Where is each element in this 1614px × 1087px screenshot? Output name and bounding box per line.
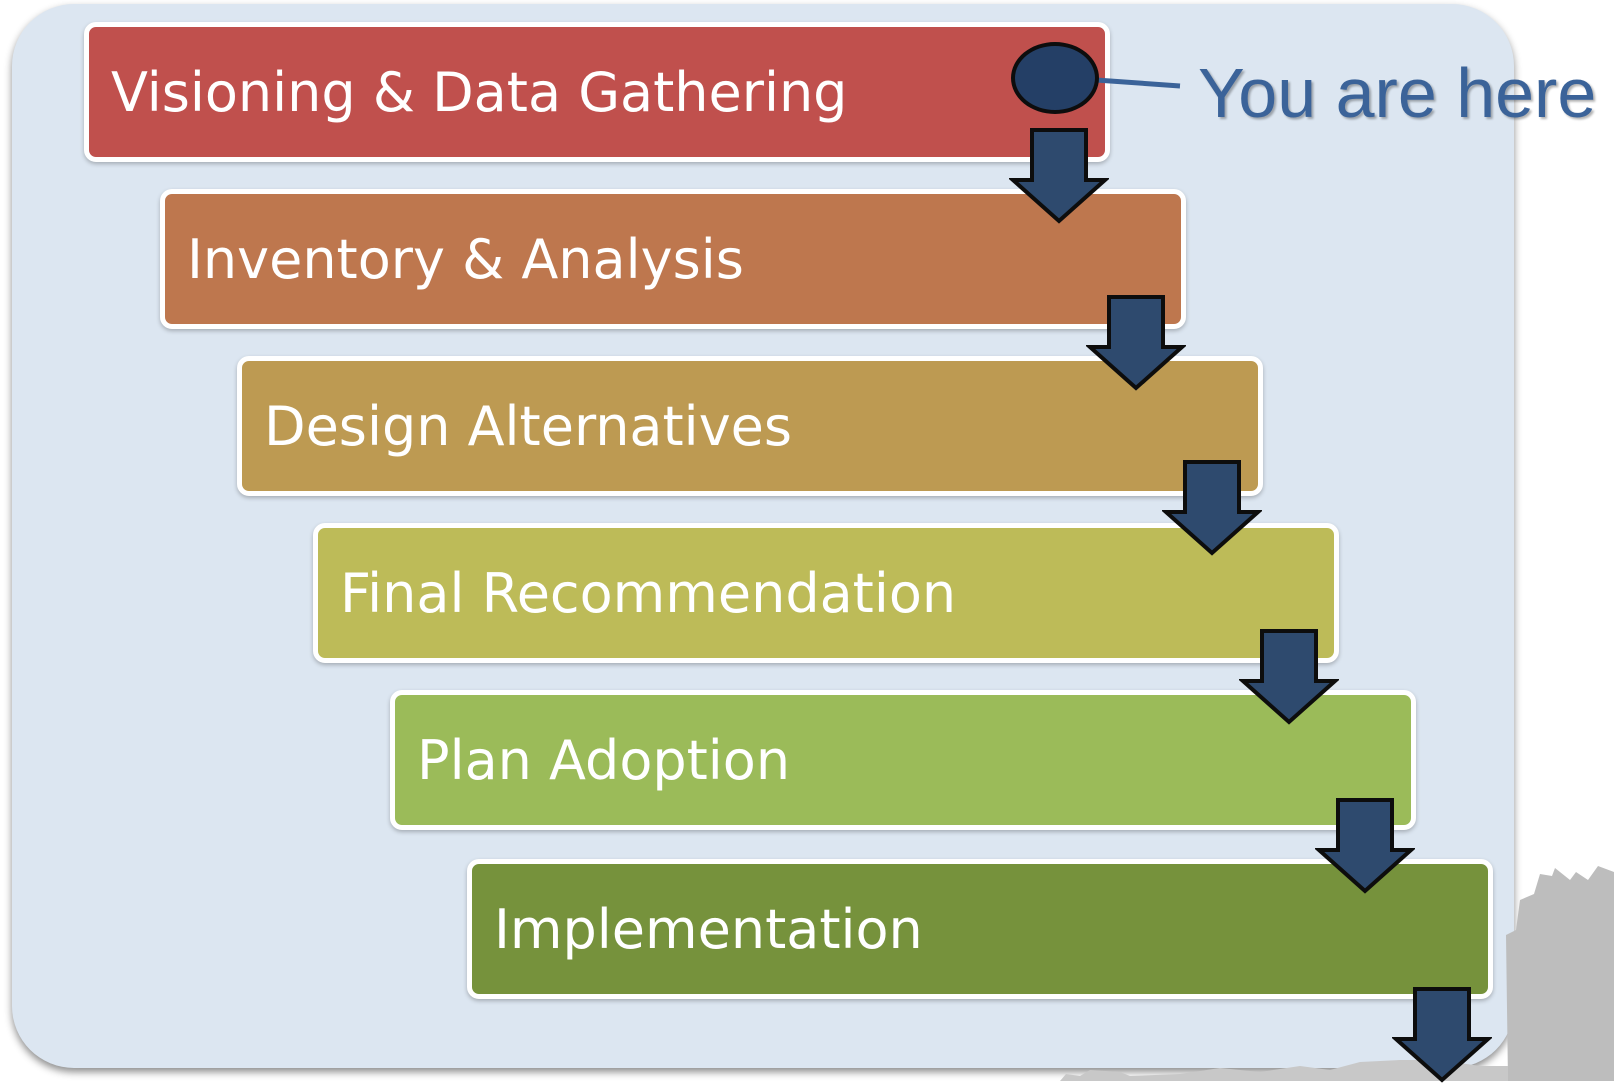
step-label: Implementation bbox=[494, 898, 923, 961]
step-inventory-analysis: Inventory & Analysis bbox=[160, 189, 1186, 329]
down-arrow-icon bbox=[1007, 128, 1111, 224]
step-label: Plan Adoption bbox=[417, 729, 791, 792]
step-label: Visioning & Data Gathering bbox=[111, 61, 848, 124]
step-design-alternatives: Design Alternatives bbox=[237, 356, 1263, 496]
current-step-marker bbox=[1011, 42, 1099, 114]
down-arrow-icon bbox=[1160, 460, 1264, 556]
down-arrow-icon bbox=[1313, 798, 1417, 894]
step-label: Inventory & Analysis bbox=[187, 228, 744, 291]
step-label: Design Alternatives bbox=[264, 395, 793, 458]
down-arrow-icon bbox=[1237, 629, 1341, 725]
down-arrow-icon bbox=[1390, 987, 1494, 1083]
step-visioning-data-gathering: Visioning & Data Gathering bbox=[84, 22, 1110, 162]
step-plan-adoption: Plan Adoption bbox=[390, 690, 1416, 830]
you-are-here-label: You are here bbox=[1198, 54, 1597, 132]
down-arrow-icon bbox=[1084, 295, 1188, 391]
step-final-recommendation: Final Recommendation bbox=[313, 523, 1339, 663]
step-label: Final Recommendation bbox=[340, 562, 957, 625]
step-implementation: Implementation bbox=[467, 859, 1493, 999]
